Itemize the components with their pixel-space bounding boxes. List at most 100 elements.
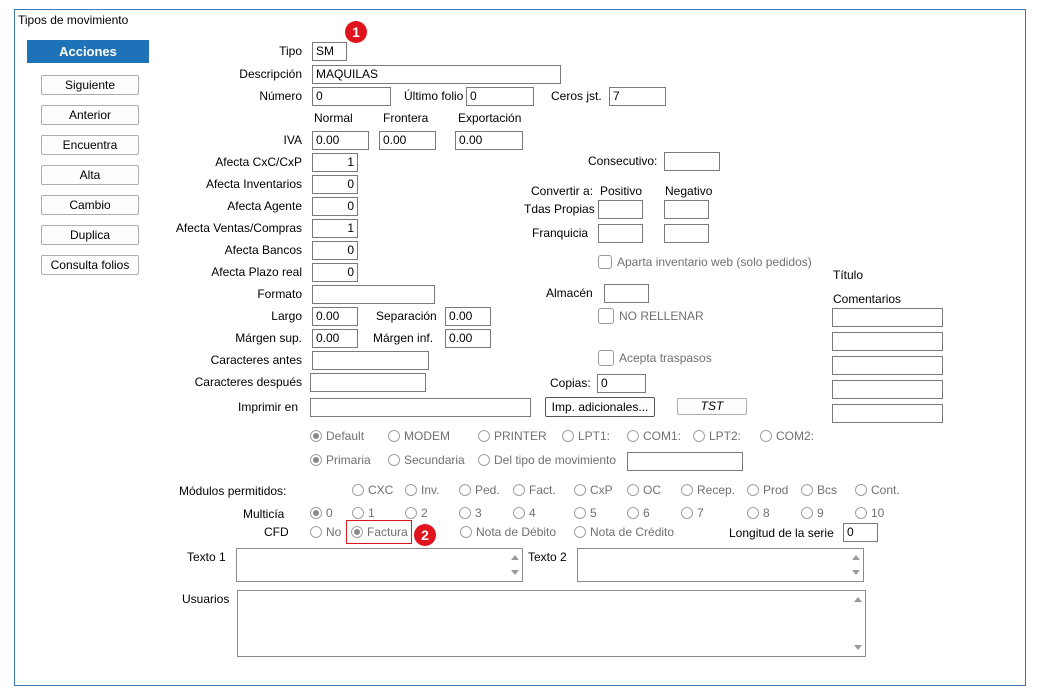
source-secundaria-radio[interactable]: Secundaria	[388, 453, 465, 467]
encuentra-button[interactable]: Encuentra	[41, 135, 139, 155]
comentario-field-5[interactable]	[832, 404, 943, 423]
afecta-cxc-field[interactable]: 1	[312, 153, 358, 172]
aparta-inventario-checkbox[interactable]: Aparta inventario web (solo pedidos)	[598, 254, 812, 270]
scroll-up-icon[interactable]	[852, 555, 860, 560]
ceros-field[interactable]: 7	[609, 87, 666, 106]
printer-lpt2-radio[interactable]: LPT2:	[693, 429, 741, 443]
usuarios-textarea[interactable]	[237, 590, 866, 657]
radio-dot	[513, 507, 525, 519]
comentario-field-4[interactable]	[832, 380, 943, 399]
multicia-1-radio[interactable]: 1	[352, 506, 375, 520]
printer-com1-radio[interactable]: COM1:	[627, 429, 681, 443]
imp-adicionales-button[interactable]: Imp. adicionales...	[545, 397, 655, 417]
descripcion-field[interactable]: MAQUILAS	[312, 65, 561, 84]
cfd-nota-debito-radio[interactable]: Nota de Débito	[460, 525, 556, 539]
largo-field[interactable]: 0.00	[312, 307, 358, 326]
multicia-4-radio[interactable]: 4	[513, 506, 536, 520]
multicia-6-radio[interactable]: 6	[627, 506, 650, 520]
franquicia-negativo-field[interactable]	[664, 224, 709, 243]
multicia-0-radio[interactable]: 0	[310, 506, 333, 520]
printer-printer-radio[interactable]: PRINTER	[478, 429, 547, 443]
scroll-down-icon[interactable]	[854, 645, 862, 650]
consecutivo-field[interactable]	[664, 152, 720, 171]
modulo-bcs-radio[interactable]: Bcs	[801, 483, 837, 497]
ultimo-folio-field[interactable]: 0	[466, 87, 534, 106]
consulta-folios-button[interactable]: Consulta folios	[41, 255, 139, 275]
numero-field[interactable]: 0	[312, 87, 391, 106]
comentario-field-3[interactable]	[832, 356, 943, 375]
almacen-field[interactable]	[604, 284, 649, 303]
afecta-plazo-field[interactable]: 0	[312, 263, 358, 282]
modulo-ped-radio[interactable]: Ped.	[459, 483, 500, 497]
multicia-7-radio[interactable]: 7	[681, 506, 704, 520]
source-primaria-radio[interactable]: Primaria	[310, 453, 371, 467]
scroll-up-icon[interactable]	[854, 597, 862, 602]
afecta-bancos-field[interactable]: 0	[312, 241, 358, 260]
anterior-button[interactable]: Anterior	[41, 105, 139, 125]
multicia-8-radio[interactable]: 8	[747, 506, 770, 520]
multicia-2-radio[interactable]: 2	[405, 506, 428, 520]
cfd-factura-radio[interactable]: Factura	[351, 525, 408, 539]
formato-field[interactable]	[312, 285, 435, 304]
texto2-scrollbar[interactable]	[849, 549, 863, 581]
modulo-oc-radio[interactable]: OC	[627, 483, 661, 497]
modulo-inv-radio[interactable]: Inv.	[405, 483, 439, 497]
modulo-cxc-radio[interactable]: CXC	[352, 483, 393, 497]
printer-modem-radio[interactable]: MODEM	[388, 429, 450, 443]
no-rellenar-checkbox[interactable]: NO RELLENAR	[598, 308, 704, 324]
afecta-ventas-field[interactable]: 1	[312, 219, 358, 238]
duplica-button[interactable]: Duplica	[41, 225, 139, 245]
positivo-header: Positivo	[600, 184, 643, 198]
texto1-scrollbar[interactable]	[508, 549, 522, 581]
siguiente-button[interactable]: Siguiente	[41, 75, 139, 95]
texto1-textarea[interactable]	[236, 548, 523, 582]
cambio-button[interactable]: Cambio	[41, 195, 139, 215]
tipo-field[interactable]: SM	[312, 42, 347, 61]
separacion-field[interactable]: 0.00	[445, 307, 491, 326]
scroll-down-icon[interactable]	[852, 570, 860, 575]
multicia-9-radio[interactable]: 9	[801, 506, 824, 520]
radio-dot	[562, 430, 574, 442]
tst-button[interactable]: TST	[677, 398, 747, 415]
modulo-fact-radio[interactable]: Fact.	[513, 483, 556, 497]
tdas-propias-positivo-field[interactable]	[598, 200, 643, 219]
margen-inf-field[interactable]: 0.00	[445, 329, 491, 348]
afecta-agente-field[interactable]: 0	[312, 197, 358, 216]
margen-sup-field[interactable]: 0.00	[312, 329, 358, 348]
multicia-5-radio[interactable]: 5	[574, 506, 597, 520]
printer-lpt1-radio[interactable]: LPT1:	[562, 429, 610, 443]
comentario-field-1[interactable]	[832, 308, 943, 327]
franquicia-positivo-field[interactable]	[598, 224, 643, 243]
acepta-traspasos-checkbox[interactable]: Acepta traspasos	[598, 350, 712, 366]
iva-normal-field[interactable]: 0.00	[312, 131, 369, 150]
source-tipo-movimiento-radio[interactable]: Del tipo de movimiento	[478, 453, 616, 467]
alta-button[interactable]: Alta	[41, 165, 139, 185]
iva-frontera-field[interactable]: 0.00	[379, 131, 436, 150]
modulo-cxp-radio[interactable]: CxP	[574, 483, 613, 497]
multicia-10-radio[interactable]: 10	[855, 506, 884, 520]
cfd-no-radio[interactable]: No	[310, 525, 341, 539]
texto2-textarea[interactable]	[577, 548, 864, 582]
iva-exportacion-field[interactable]: 0.00	[455, 131, 523, 150]
cfd-nota-credito-radio[interactable]: Nota de Crédito	[574, 525, 674, 539]
usuarios-scrollbar[interactable]	[851, 591, 865, 656]
afecta-inventarios-field[interactable]: 0	[312, 175, 358, 194]
longitud-serie-field[interactable]: 0	[843, 523, 878, 542]
scroll-up-icon[interactable]	[511, 555, 519, 560]
imprimir-en-field[interactable]	[310, 398, 531, 417]
modulo-cont-radio[interactable]: Cont.	[855, 483, 900, 497]
comentario-field-2[interactable]	[832, 332, 943, 351]
scroll-down-icon[interactable]	[511, 570, 519, 575]
tipo-movimiento-field[interactable]	[627, 452, 743, 471]
modulo-recep-radio[interactable]: Recep.	[681, 483, 735, 497]
tdas-propias-negativo-field[interactable]	[664, 200, 709, 219]
printer-com2-radio[interactable]: COM2:	[760, 429, 814, 443]
tdas-propias-label: Tdas Propias	[524, 202, 595, 216]
caracteres-antes-field[interactable]	[312, 351, 429, 370]
ultimo-folio-label: Último folio	[404, 89, 464, 103]
caracteres-despues-field[interactable]	[310, 373, 426, 392]
multicia-3-radio[interactable]: 3	[459, 506, 482, 520]
copias-field[interactable]: 0	[597, 374, 646, 393]
printer-default-radio[interactable]: Default	[310, 429, 364, 443]
modulo-prod-radio[interactable]: Prod	[747, 483, 788, 497]
